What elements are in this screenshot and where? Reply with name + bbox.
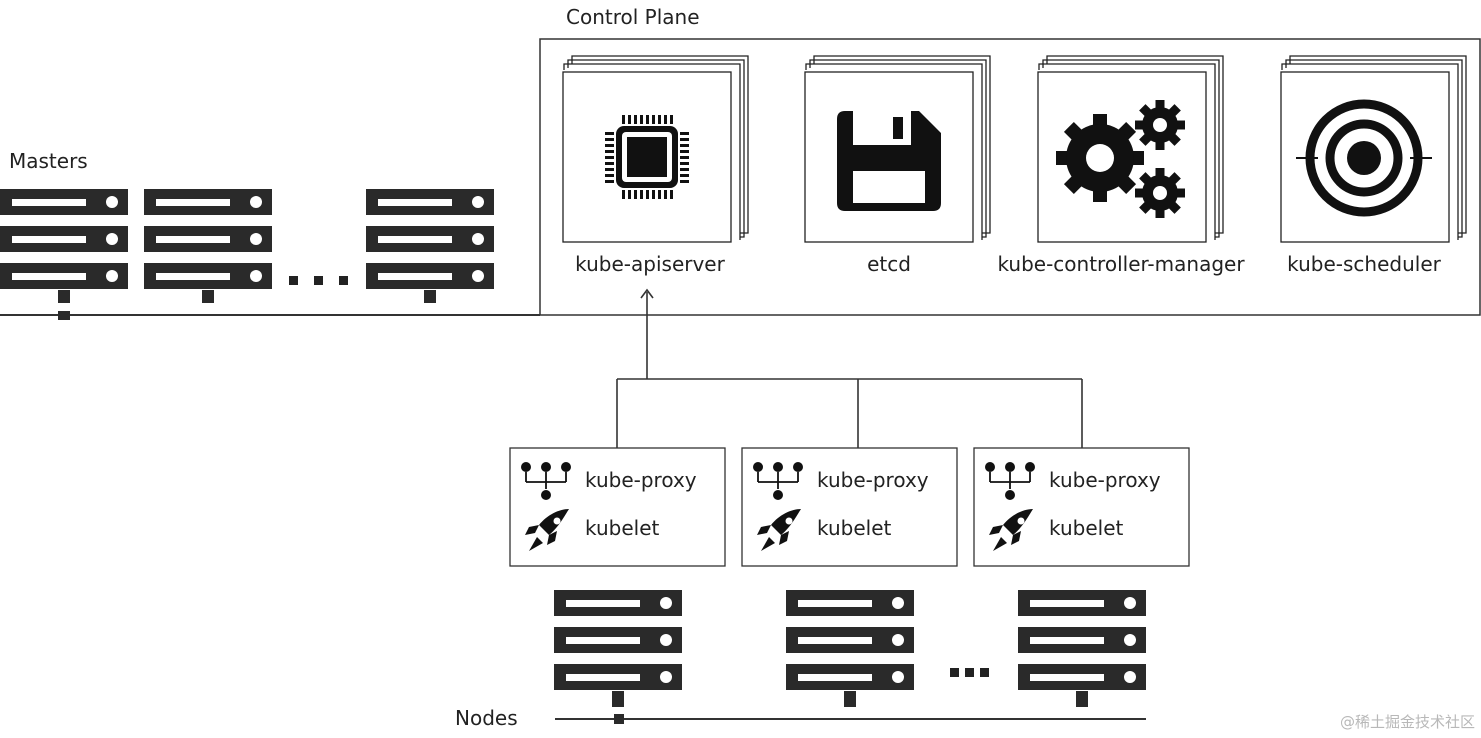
master-bus-junction [58,311,70,320]
masters-label: Masters [9,149,88,173]
masters-ellipsis [289,276,348,285]
node-server-connector [1076,691,1088,707]
floppy-disk-icon [837,111,941,211]
component-label-controller-manager: kube-controller-manager [997,252,1245,276]
nodes-ellipsis [950,668,989,677]
component-label-apiserver: kube-apiserver [575,252,725,276]
kube-proxy-label: kube-proxy [585,468,697,492]
master-server [366,189,494,289]
kubelet-label: kubelet [1049,516,1124,540]
kube-proxy-label: kube-proxy [817,468,929,492]
component-label-scheduler: kube-scheduler [1287,252,1441,276]
kubelet-label: kubelet [817,516,892,540]
control-plane-title: Control Plane [566,5,700,29]
master-server-connector [424,290,436,303]
node-server [786,590,914,690]
etcd-card-stack [804,55,991,243]
master-server [144,189,272,289]
node-server [554,590,682,690]
node-server-connector [612,691,624,707]
node-server [1018,590,1146,690]
control-plane-frame [539,38,1481,316]
component-label-etcd: etcd [867,252,911,276]
master-server-connector [58,290,70,303]
master-server-connector [202,290,214,303]
node-server-connector [844,691,856,707]
nodes-label: Nodes [455,706,518,730]
master-server [0,189,128,289]
kubelet-label: kubelet [585,516,660,540]
kube-proxy-label: kube-proxy [1049,468,1161,492]
watermark: @稀土掘金技术社区 [1339,713,1475,731]
node-to-apiserver-connector [616,288,1083,448]
nodes-bus-junction [614,714,624,724]
